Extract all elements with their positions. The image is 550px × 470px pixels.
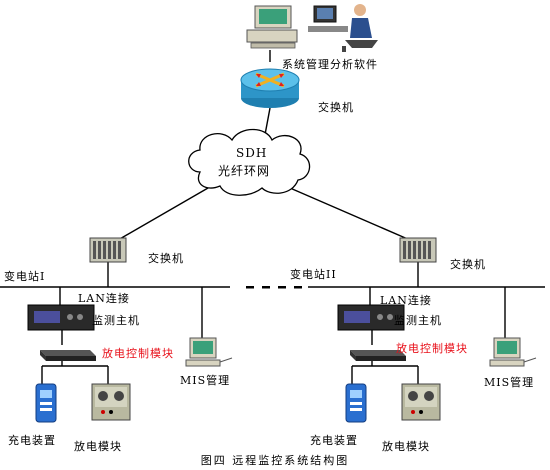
link-cloud-switch1 — [117, 187, 209, 241]
ellipsis-dashes — [246, 286, 302, 289]
station1-discharge-control-label: 放电控制模块 — [102, 347, 174, 360]
cloud-title: SDH — [236, 146, 268, 160]
core-switch-router-icon — [240, 68, 300, 108]
station1-lan-label: LAN连接 — [78, 292, 130, 305]
sdh-cloud-icon — [188, 128, 311, 196]
station1-name: 变电站I — [4, 270, 46, 283]
station2-discharge-module-icon — [401, 383, 441, 421]
station2-discharge-control-label: 放电控制模块 — [396, 342, 468, 355]
ctrl2-tree — [351, 358, 419, 384]
link-cloud-switch2 — [289, 187, 411, 241]
core-switch-label: 交换机 — [318, 101, 354, 114]
station1-discharge-module-label: 放电模块 — [74, 440, 122, 453]
station2-discharge-control-icon — [350, 350, 406, 361]
station1-switch-icon — [89, 237, 127, 263]
station1-switch-label: 交换机 — [148, 252, 184, 265]
station1-discharge-control-icon — [40, 350, 96, 361]
station1-monitor-host-icon — [27, 304, 95, 331]
station1-mis-computer-icon — [185, 337, 233, 367]
station1-host-label: 监测主机 — [92, 314, 140, 327]
cloud-subtitle: 光纤环网 — [218, 164, 271, 178]
station2-switch-icon — [399, 237, 437, 263]
station2-host-label: 监测主机 — [394, 314, 442, 327]
software-label: 系统管理分析软件 — [282, 58, 378, 71]
station2-switch-label: 交换机 — [450, 258, 486, 271]
connection-lines — [0, 50, 545, 384]
station2-charger-icon — [345, 383, 367, 423]
ctrl1-tree — [41, 358, 109, 384]
station2-lan-label: LAN连接 — [380, 294, 432, 307]
station2-discharge-module-label: 放电模块 — [382, 440, 430, 453]
station2-mis-label: MIS管理 — [484, 376, 535, 389]
station1-discharge-module-icon — [91, 383, 131, 421]
station2-monitor-host-icon — [337, 304, 405, 331]
station2-mis-computer-icon — [489, 337, 537, 367]
station2-name: 变电站II — [290, 268, 337, 281]
station1-charger-label: 充电装置 — [8, 434, 56, 447]
station1-charger-icon — [35, 383, 57, 423]
figure-caption: 图四 远程监控系统结构图 — [200, 454, 350, 467]
station2-charger-label: 充电装置 — [310, 434, 358, 447]
operator-workstation-icon — [308, 4, 378, 52]
management-computer-icon — [246, 5, 298, 49]
station1-mis-label: MIS管理 — [180, 374, 231, 387]
